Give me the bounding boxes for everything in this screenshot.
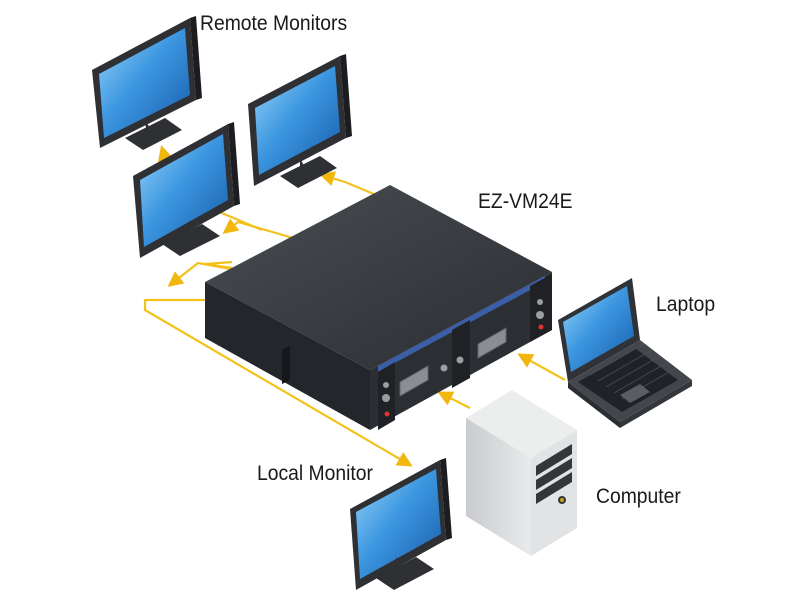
cable-remote-monitor-2b bbox=[222, 218, 301, 242]
label-device: EZ-VM24E bbox=[478, 190, 573, 213]
remote-monitor-2 bbox=[133, 122, 240, 258]
remote-monitor-1 bbox=[92, 16, 202, 150]
laptop bbox=[558, 278, 692, 428]
label-computer: Computer bbox=[596, 485, 681, 508]
remote-monitor-3 bbox=[248, 54, 352, 188]
cable-laptop bbox=[517, 353, 566, 381]
label-laptop: Laptop bbox=[656, 293, 716, 316]
cable-computer bbox=[437, 391, 471, 409]
cable-local-loop bbox=[143, 298, 413, 467]
cable-local-loop-upper bbox=[167, 261, 237, 287]
label-local-monitor: Local Monitor bbox=[257, 462, 373, 485]
label-remote-monitors: Remote Monitors bbox=[200, 12, 348, 35]
device-ez-vm24e bbox=[205, 185, 552, 430]
computer-tower bbox=[466, 390, 577, 556]
local-monitor bbox=[350, 458, 452, 590]
